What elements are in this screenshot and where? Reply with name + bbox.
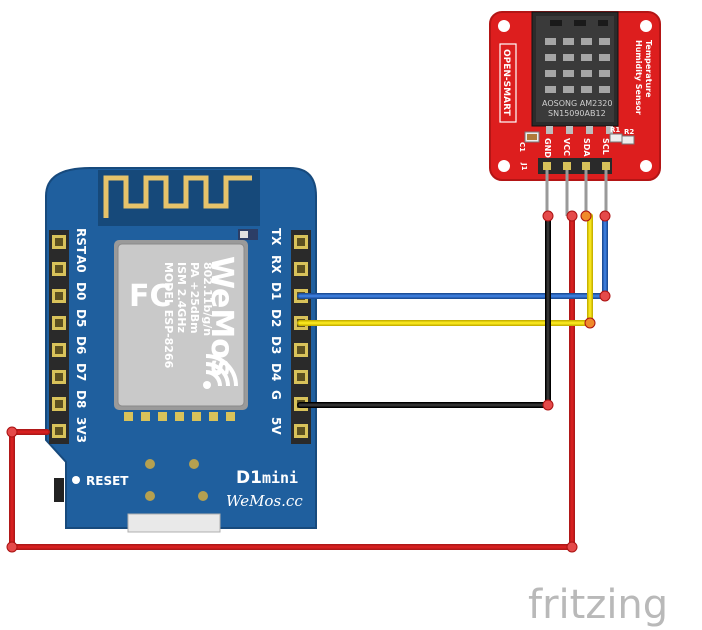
left-pin-label: 3V3 bbox=[74, 417, 88, 443]
sensor-pin-sda-label: SDA bbox=[582, 138, 591, 157]
sensor-pin-gnd-label: GND bbox=[543, 138, 552, 158]
right-pin-header bbox=[291, 230, 311, 444]
left-pin-header bbox=[49, 230, 69, 444]
left-pin-label: D7 bbox=[74, 363, 88, 381]
right-pin-label: D2 bbox=[269, 309, 283, 327]
left-pin-label: D8 bbox=[74, 390, 88, 408]
module-ism-line: ISM 2.4GHz bbox=[175, 262, 188, 333]
board-site: WeMos.cc bbox=[226, 492, 303, 510]
left-pin-label: D0 bbox=[74, 282, 88, 300]
right-pin-label: D3 bbox=[269, 336, 283, 354]
wire-gnd[interactable] bbox=[297, 213, 551, 408]
left-pin-label: D6 bbox=[74, 336, 88, 354]
fcc-mark: FC bbox=[129, 279, 172, 314]
ref-r2: R2 bbox=[624, 128, 634, 136]
right-pin-label: RX bbox=[269, 255, 283, 274]
right-pin-label: D4 bbox=[269, 363, 283, 381]
module-wifi-line: 802.11b/g/n bbox=[201, 262, 214, 336]
left-pin-label: A0 bbox=[74, 255, 88, 273]
module-pa-line: PA +25dBm bbox=[188, 262, 201, 334]
ref-r1: R1 bbox=[610, 126, 620, 134]
right-pin-label: G bbox=[269, 390, 283, 400]
reset-label: RESET bbox=[86, 474, 129, 488]
sensor-title-2: Humidity Sensor bbox=[634, 40, 643, 115]
right-pin-label: 5V bbox=[269, 417, 283, 435]
left-pin-label: D5 bbox=[74, 309, 88, 327]
chip-serial: SN15090AB12 bbox=[548, 109, 606, 118]
right-pin-label: TX bbox=[269, 228, 283, 246]
sensor-title-1: Temperature bbox=[644, 40, 653, 98]
right-pin-label: D1 bbox=[269, 282, 283, 300]
sensor-pin-legs bbox=[545, 166, 608, 216]
wire-endpoints bbox=[6, 210, 611, 553]
sensor-pin-scl-label: SCL bbox=[601, 138, 610, 155]
fritzing-watermark: fritzing bbox=[528, 582, 668, 628]
ref-c1: C1 bbox=[518, 142, 526, 152]
wire-scl[interactable] bbox=[297, 213, 608, 299]
sensor-pin-vcc-label: VCC bbox=[562, 138, 571, 156]
chip-model: AOSONG AM2320 bbox=[542, 99, 612, 108]
ref-j1: J1 bbox=[520, 162, 528, 171]
sensor-brand: OPEN-SMART bbox=[501, 49, 511, 117]
module-model-line: MODEL ESP-8266 bbox=[162, 262, 175, 369]
board-name: D1mini bbox=[236, 468, 298, 488]
wifi-signal-icon bbox=[205, 354, 238, 387]
am2320-sensor-board: AOSONG AM2320 SN15090AB12 OPEN-SMART Tem… bbox=[489, 11, 661, 216]
left-pin-label: RST bbox=[74, 228, 88, 255]
